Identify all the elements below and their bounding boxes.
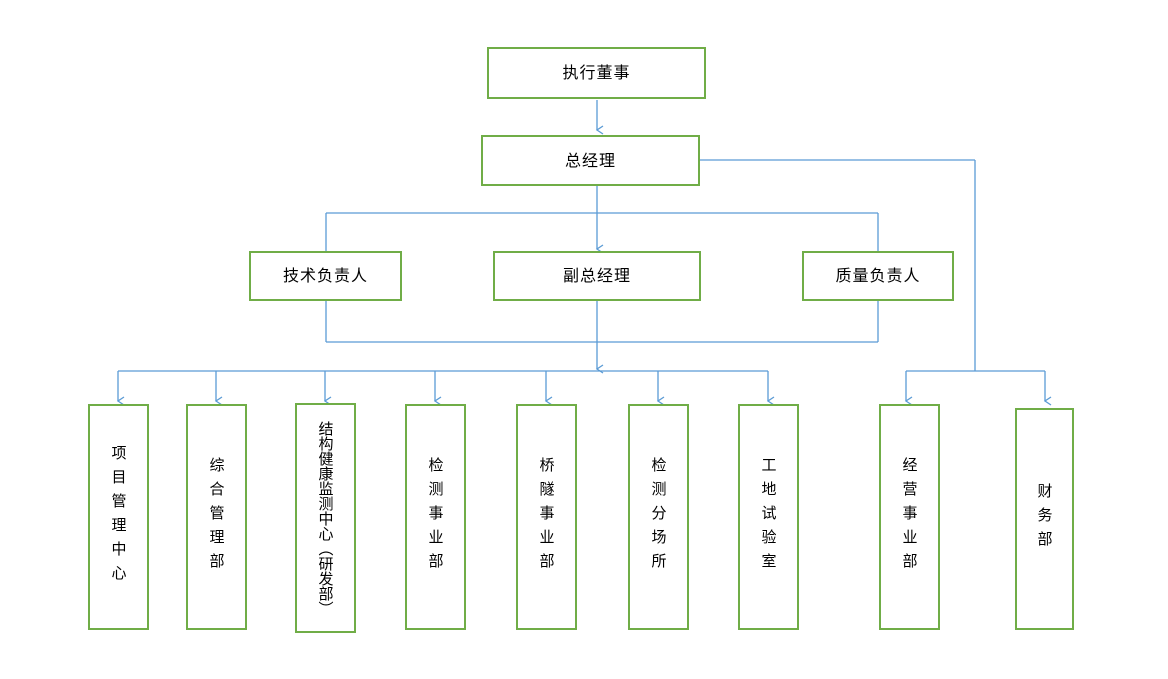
- node-exec-director-label: 执行董事: [562, 63, 631, 83]
- node-technical-director[interactable]: 技术负责人: [249, 251, 402, 301]
- node-finance-dept[interactable]: 财务部: [1015, 408, 1074, 630]
- node-structural-health-monitoring-center-label: 结构健康监测中心（研发部）: [316, 420, 335, 616]
- node-structural-health-monitoring-center[interactable]: 结构健康监测中心（研发部）: [295, 403, 356, 633]
- node-deputy-general-manager-label: 副总经理: [562, 266, 631, 286]
- node-quality-director[interactable]: 质量负责人: [802, 251, 954, 301]
- node-finance-dept-label: 财务部: [1035, 483, 1054, 555]
- node-deputy-general-manager[interactable]: 副总经理: [493, 251, 701, 301]
- node-general-manager-label: 总经理: [564, 150, 616, 170]
- node-general-management-dept-label: 综合管理部: [207, 457, 226, 577]
- node-site-laboratory-label: 工地试验室: [759, 457, 778, 577]
- node-site-laboratory[interactable]: 工地试验室: [738, 404, 799, 630]
- node-inspection-business-dept-label: 检测事业部: [426, 457, 445, 577]
- node-inspection-branch-site[interactable]: 检测分场所: [628, 404, 689, 630]
- node-exec-director[interactable]: 执行董事: [487, 47, 706, 99]
- node-operations-business-dept[interactable]: 经营事业部: [879, 404, 940, 630]
- node-technical-director-label: 技术负责人: [282, 266, 368, 286]
- node-bridge-tunnel-business-dept[interactable]: 桥隧事业部: [516, 404, 577, 630]
- node-general-manager[interactable]: 总经理: [481, 135, 700, 186]
- node-inspection-business-dept[interactable]: 检测事业部: [405, 404, 466, 630]
- node-project-management-center[interactable]: 项目管理中心: [88, 404, 149, 630]
- node-general-management-dept[interactable]: 综合管理部: [186, 404, 247, 630]
- node-bridge-tunnel-business-dept-label: 桥隧事业部: [537, 457, 556, 577]
- node-inspection-branch-site-label: 检测分场所: [649, 457, 668, 577]
- node-project-management-center-label: 项目管理中心: [109, 445, 128, 589]
- node-quality-director-label: 质量负责人: [835, 266, 921, 286]
- node-operations-business-dept-label: 经营事业部: [900, 457, 919, 577]
